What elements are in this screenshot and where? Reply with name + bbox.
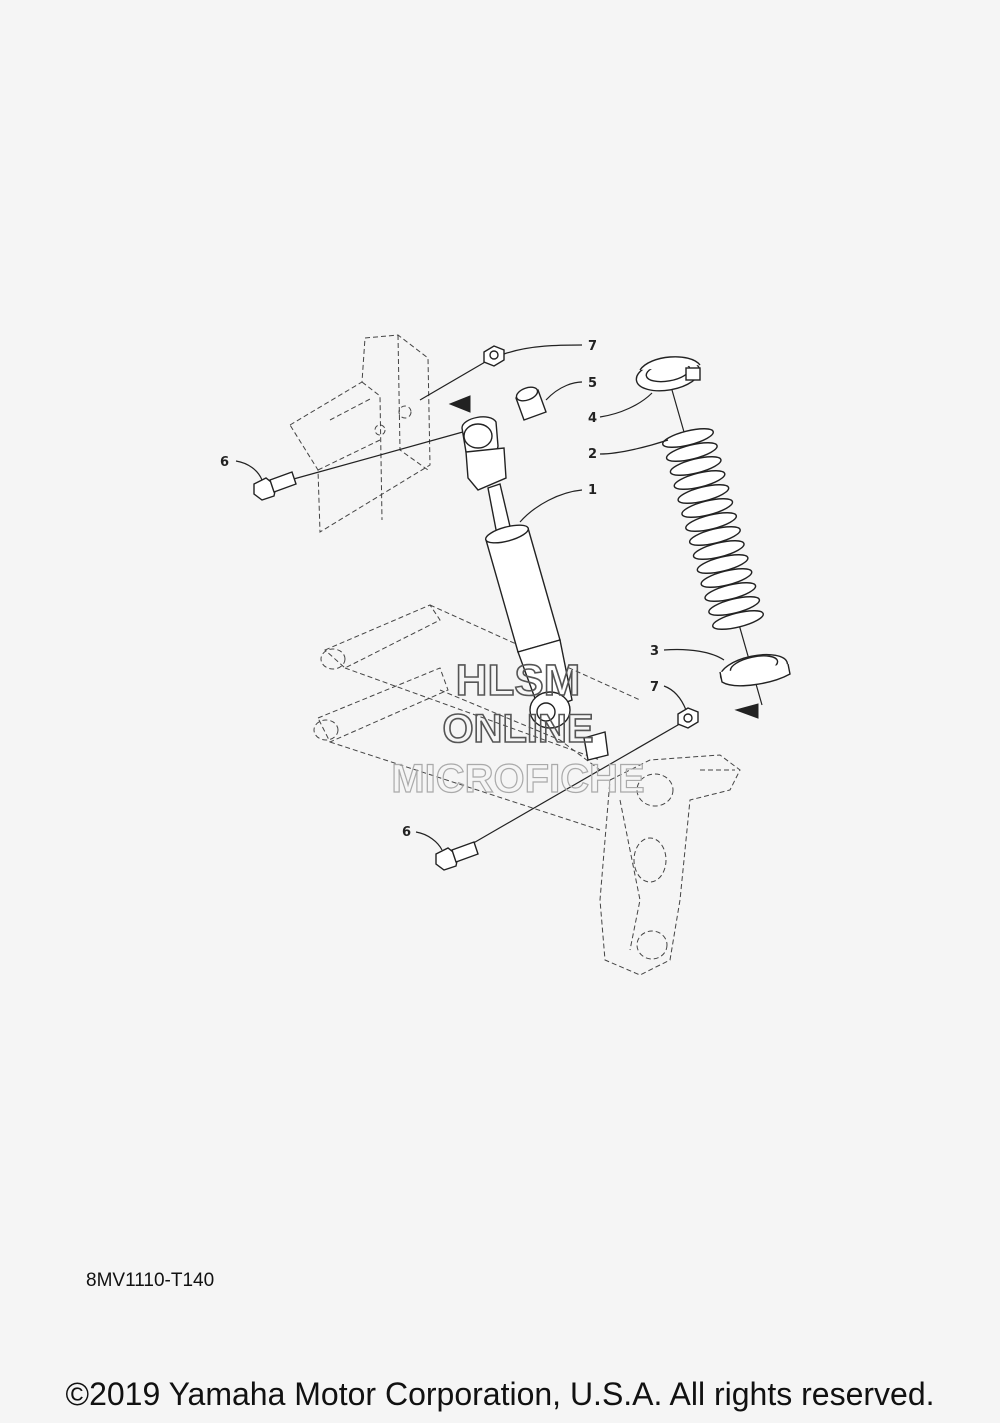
frame-bracket-outline [289, 334, 431, 533]
copyright-notice: ©2019 Yamaha Motor Corporation, U.S.A. A… [65, 1376, 935, 1412]
spring-coil [712, 610, 764, 630]
callout-6-upper: 6 [220, 455, 229, 470]
lower-bolt [435, 841, 479, 871]
bushing [515, 386, 547, 421]
watermark-line-2: ONLINE [442, 707, 593, 751]
coil-spring [662, 428, 764, 630]
watermark-line-3: MICROFICHE [391, 757, 644, 801]
spindle-outline [599, 754, 741, 976]
upper-bolt-axis-line [289, 429, 471, 481]
callout-6-lower: 6 [402, 825, 411, 840]
callout-4: 4 [588, 411, 597, 426]
leader-line-3 [663, 648, 725, 661]
callout-5: 5 [588, 376, 597, 391]
callout-1: 1 [588, 483, 597, 498]
watermark-line-1: HLSM [456, 656, 581, 705]
leader-line-7-upper [503, 344, 583, 355]
watermark: HLSM ONLINE MICROFICHE [391, 655, 646, 801]
leader-line-4 [599, 392, 653, 418]
lower-bolt-axis-line [469, 717, 691, 846]
spring-retainer-top [635, 356, 701, 392]
section-arrow-lower [734, 703, 759, 719]
section-arrow-upper [448, 395, 471, 413]
upper-bolt [253, 471, 297, 501]
upper-nut-axis-line [419, 357, 493, 401]
callout-7-upper: 7 [588, 339, 597, 354]
callout-2: 2 [588, 447, 597, 462]
upper-nut [483, 345, 505, 367]
leader-line-7-lower [663, 685, 687, 711]
leader-line-1 [519, 489, 583, 523]
callout-3: 3 [650, 644, 659, 659]
drawing-code: 8MV1110-T140 [86, 1270, 215, 1291]
leader-line-6-upper [235, 460, 263, 481]
leader-line-6-lower [415, 831, 443, 851]
callout-7-lower: 7 [650, 680, 659, 695]
leader-line-2 [599, 439, 669, 455]
leader-line-5 [545, 381, 583, 401]
lower-nut [677, 707, 699, 729]
shock-absorber [461, 416, 609, 761]
spring-seat-lower [719, 653, 791, 687]
